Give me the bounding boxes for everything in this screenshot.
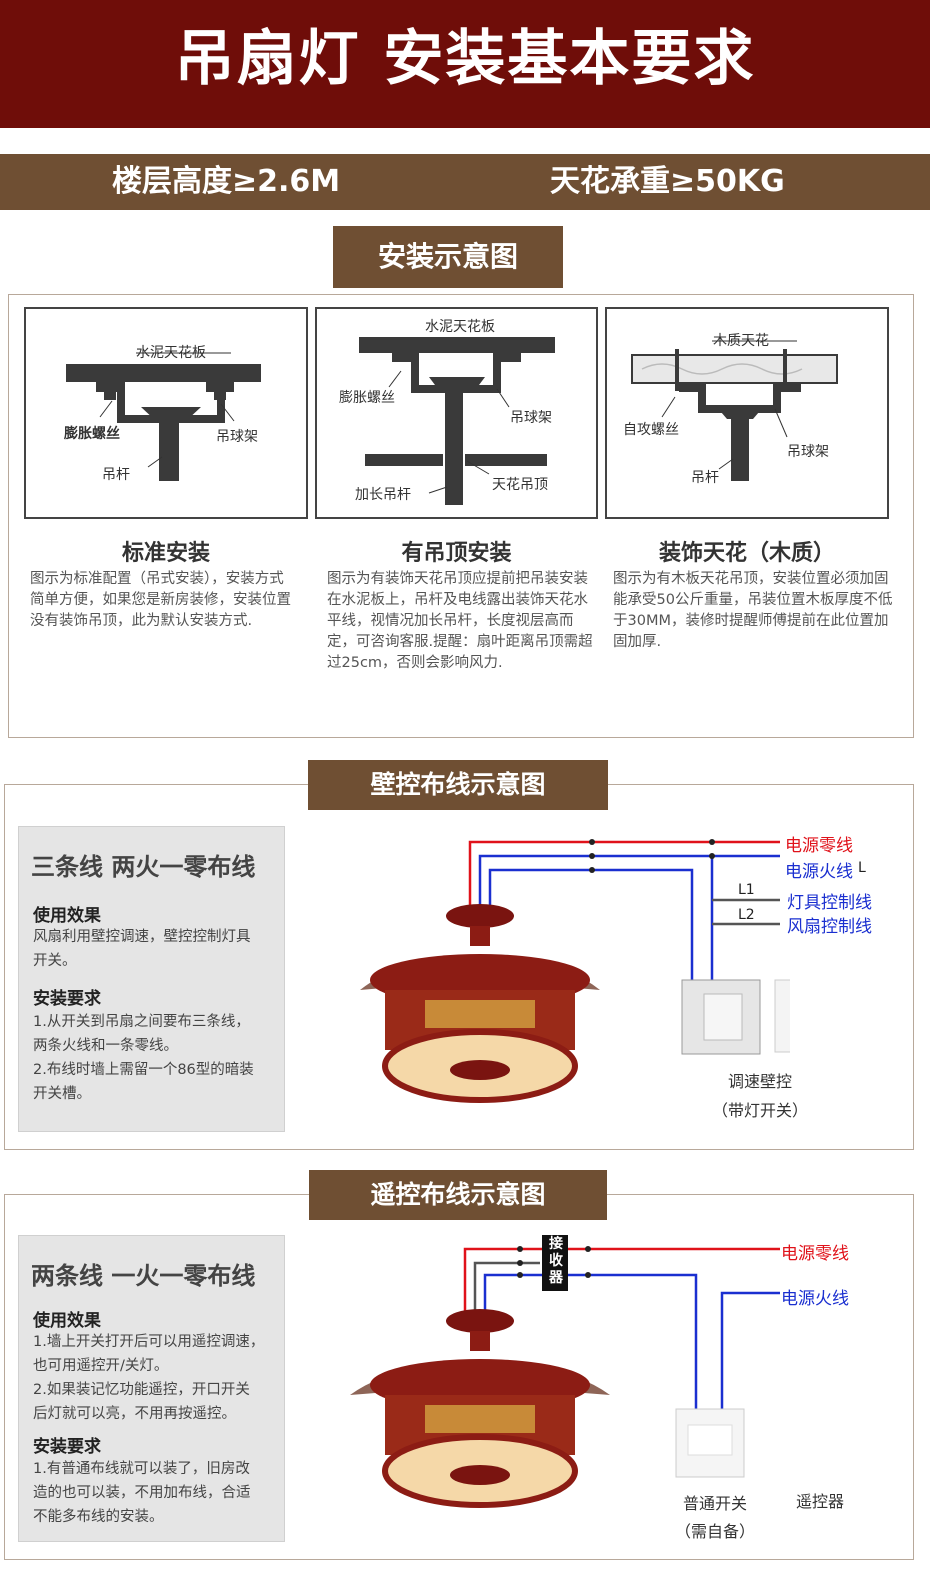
false-ceiling-install-diagram: 水泥天花板 膨胀螺丝 吊球架 天花吊顶 加长吊杆 <box>315 307 598 519</box>
light-control-wire-label: 灯具控制线 <box>787 893 872 913</box>
ceiling-label: 水泥天花板 <box>136 345 206 361</box>
rod-label: 吊杆 <box>691 470 719 486</box>
false-ceiling-install-description: 图示为有装饰天花吊顶应提前把吊装安装在水泥板上，吊杆及电线露出装饰天花水平线，视… <box>327 571 593 671</box>
live-wire-tag: L <box>858 860 866 876</box>
bracket-label: 吊球架 <box>787 444 829 460</box>
rod-label: 吊杆 <box>102 467 130 483</box>
ceiling-load-requirement: 天花承重≥50KG <box>550 164 785 199</box>
remote-live-wire-label: 电源火线 <box>781 1289 849 1309</box>
false-ceiling-label: 天花吊顶 <box>492 477 548 493</box>
l2-tag: L2 <box>738 907 755 923</box>
wall-wiring-diagram <box>360 839 790 1103</box>
remote-caption: 遥控器 <box>795 1492 844 1511</box>
switch-illustration <box>675 1408 745 1478</box>
fan-control-wire-label: 风扇控制线 <box>787 917 872 937</box>
remote-wiring-diagram <box>350 1235 780 1508</box>
remote-effect-heading: 使用效果 <box>33 1311 101 1331</box>
remote-control-title: 遥控布线示意图 <box>309 1170 607 1220</box>
screw-label: 膨胀螺丝 <box>64 426 120 442</box>
screw-label: 膨胀螺丝 <box>339 390 395 406</box>
wall-neutral-wire-label: 电源零线 <box>785 836 853 856</box>
wall-switch-caption: 调速壁控 （带灯开关） <box>711 1072 808 1120</box>
wall-install-heading: 安装要求 <box>33 989 101 1009</box>
standard-install-diagram: 水泥天花板 膨胀螺丝 吊球架 吊杆 <box>24 307 308 519</box>
standard-install-title: 标准安装 <box>121 541 210 566</box>
remote-effect-text: 1.墙上开关打开后可以用遥控调速， 也可用遥控开/关灯。 2.如果装记忆功能遥控… <box>33 1334 265 1422</box>
wall-effect-heading: 使用效果 <box>33 906 101 926</box>
wall-control-info-card: 三条线 两火一零布线 使用效果 风扇利用壁控调速，壁控控制灯具 开关。 安装要求… <box>18 826 285 1132</box>
install-diagram-frame <box>8 294 914 738</box>
receiver-label: 接收器 <box>549 1236 563 1286</box>
remote-control-info-card: 两条线 一火一零布线 使用效果 1.墙上开关打开后可以用遥控调速， 也可用遥控开… <box>18 1235 285 1542</box>
wooden-ceiling-install-diagram: 木质天花 自攻螺丝 吊球架 吊杆 <box>605 307 889 519</box>
ceiling-label: 水泥天花板 <box>425 319 495 335</box>
standard-install-description: 图示为标准配置（吊式安装），安装方式简单方便，如果您是新房装修，安装位置没有装饰… <box>30 571 291 629</box>
wall-live-wire-label: 电源火线 <box>785 862 853 882</box>
rod-label: 加长吊杆 <box>355 487 411 503</box>
remote-install-heading: 安装要求 <box>33 1437 101 1457</box>
wooden-ceiling-install-description: 图示为有木板天花吊顶，安装位置必须加固能承受50公斤重量，吊装位置木板厚度不低于… <box>613 571 893 650</box>
requirements-bar: 楼层高度≥2.6M 天花承重≥50KG <box>0 154 930 210</box>
screw-label: 自攻螺丝 <box>623 422 679 438</box>
wall-switch-illustration <box>681 979 790 1055</box>
wall-control-card-title: 三条线 两火一零布线 <box>31 853 256 881</box>
floor-height-requirement: 楼层高度≥2.6M <box>112 164 341 199</box>
remote-control-card-title: 两条线 一火一零布线 <box>31 1262 256 1290</box>
ceiling-fan-illustration <box>350 1309 610 1508</box>
switch-caption: 普通开关 （需自备） <box>674 1494 755 1541</box>
install-diagram-title: 安装示意图 <box>333 226 563 288</box>
wall-effect-text: 风扇利用壁控调速，壁控控制灯具 开关。 <box>33 929 251 969</box>
remote-install-text: 1.有普通布线就可以装了，旧房改 造的也可以装，不用加布线，合适 不能多布线的安… <box>33 1461 251 1525</box>
ceiling-fan-illustration <box>360 904 600 1103</box>
bracket-label: 吊球架 <box>510 410 552 426</box>
wall-control-title: 壁控布线示意图 <box>308 760 608 810</box>
false-ceiling-install-title: 有吊顶安装 <box>401 541 512 566</box>
bracket-label: 吊球架 <box>216 429 258 445</box>
wall-install-text: 1.从开关到吊扇之间要布三条线， 两条火线和一条零线。 2.布线时墙上需留一个8… <box>33 1014 254 1102</box>
wooden-ceiling-install-title: 装饰天花（木质） <box>658 541 835 566</box>
page-title: 吊扇灯 安装基本要求 <box>0 0 930 128</box>
l1-tag: L1 <box>738 882 755 898</box>
remote-neutral-wire-label: 电源零线 <box>781 1244 849 1264</box>
ceiling-label: 木质天花 <box>713 333 769 349</box>
